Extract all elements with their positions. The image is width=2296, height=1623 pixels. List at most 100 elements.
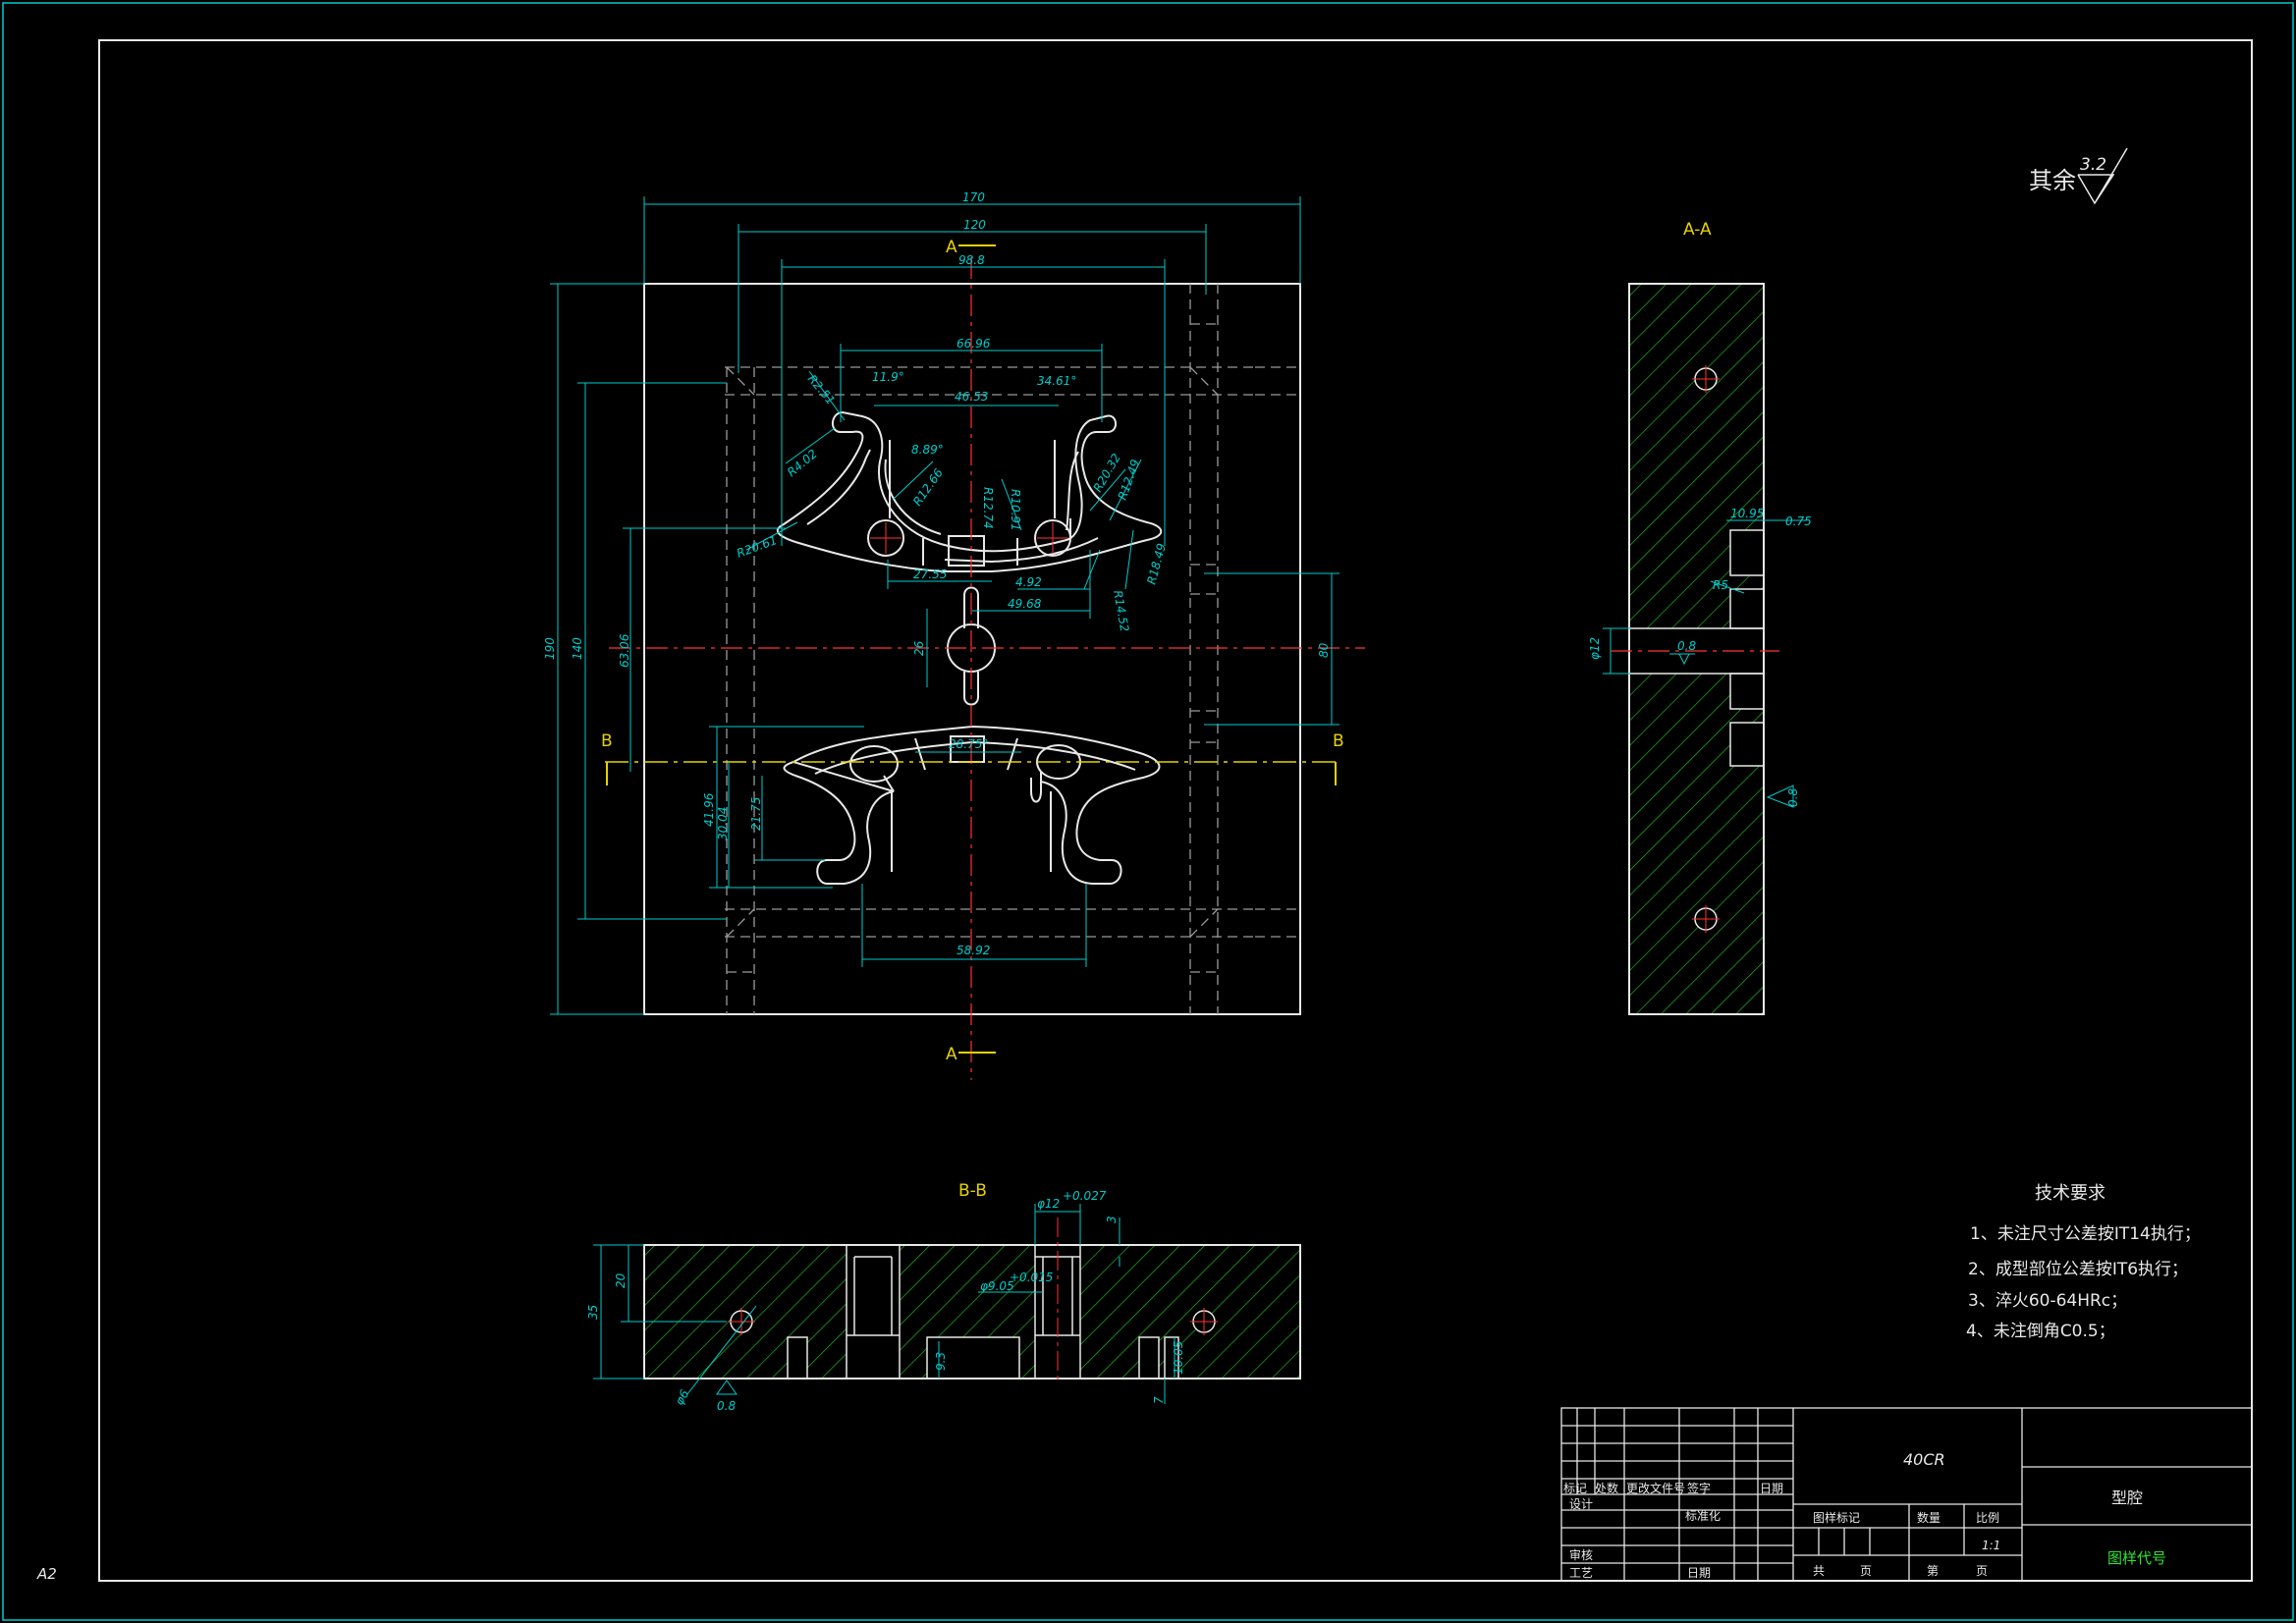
bb-dim-phi12-tol: +0.027	[1063, 1189, 1107, 1203]
dim-angle-8-89: 8.89°	[911, 443, 944, 457]
bb-dim-phi12: φ12	[1037, 1197, 1060, 1211]
bb-dim-phi9-tol: +0.015	[1010, 1271, 1053, 1284]
dim-angle-34-61: 34.61°	[1037, 374, 1076, 388]
bb-dim-phi9: φ9.05	[980, 1279, 1014, 1293]
dim-r12-74: R12.74	[981, 487, 995, 529]
dim-63-06: 63.06	[618, 633, 631, 668]
aa-dim-0-8: 0.8	[1677, 639, 1696, 653]
dim-49-68: 49.68	[1008, 597, 1042, 611]
dim-angle-11-9: 11.9°	[872, 370, 904, 384]
dim-41-96: 41.96	[702, 792, 716, 827]
tech-item-2: 2、成型部位公差按IT6执行；	[1968, 1260, 2188, 1279]
section-b-markers	[606, 244, 1337, 1054]
roughness-value: 3.2	[2080, 155, 2106, 175]
tb-row-date: 日期	[1687, 1566, 1711, 1580]
bb-dim-0-8: 0.8	[717, 1399, 736, 1413]
tb-header-change-doc: 更改文件号	[1626, 1481, 1685, 1495]
section-a-top-label: A	[946, 238, 957, 257]
plan-red-circle-centers	[870, 522, 1068, 554]
dim-140: 140	[571, 637, 584, 660]
tb-sheet-label: 第	[1927, 1564, 1939, 1578]
aa-dim-10-95: 10.95	[1730, 507, 1764, 520]
aa-dim-0-75: 0.75	[1785, 514, 1812, 528]
section-bb-outline	[643, 1244, 1301, 1380]
section-aa-slot-cuts	[1736, 547, 1764, 753]
dim-66-96: 66.96	[957, 337, 991, 351]
tb-header-date: 日期	[1760, 1482, 1783, 1495]
technical-requirements: 技术要求 1、未注尺寸公差按IT14执行； 2、成型部位公差按IT6执行； 3、…	[1966, 1183, 2201, 1341]
dim-r18-49: R18.49	[1144, 542, 1169, 586]
dim-angle-28-75: 28.75°	[949, 737, 988, 751]
dim-58-92: 58.92	[957, 944, 990, 957]
section-bb-view: B-B	[586, 1181, 1301, 1413]
tb-row-standard: 标准化	[1685, 1509, 1721, 1523]
tb-header-signature: 签字	[1687, 1481, 1711, 1495]
dim-r12-66: R12.66	[910, 465, 946, 508]
plan-block-outline	[643, 283, 1301, 1015]
dim-120: 120	[963, 218, 986, 232]
tb-row-review: 审核	[1569, 1547, 1593, 1562]
dim-98-8: 98.8	[958, 253, 985, 267]
tb-header-mark: 标记	[1563, 1482, 1587, 1495]
inner-border	[98, 39, 2253, 1582]
tech-item-1: 1、未注尺寸公差按IT14执行；	[1970, 1224, 2201, 1244]
section-a-bottom-label: A	[946, 1045, 957, 1064]
tb-scale-value: 1:1	[1982, 1539, 2000, 1552]
roughness-symbol	[2077, 147, 2128, 205]
sheet-size-label: A2	[36, 1565, 57, 1583]
section-bb-dims	[593, 1204, 1175, 1404]
bb-dim-7: 7	[1152, 1396, 1166, 1404]
dim-190: 190	[543, 637, 557, 660]
bb-dim-9-3: 9.3	[934, 1352, 948, 1371]
aa-dim-phi12: φ12	[1588, 637, 1602, 660]
tech-item-3: 3、淬火60-64HRc；	[1968, 1291, 2127, 1311]
bb-dim-phi6: φ6	[672, 1387, 691, 1408]
section-b-left-label: B	[601, 731, 613, 751]
dim-26: 26	[912, 640, 926, 656]
tb-page-label: 页	[1860, 1564, 1872, 1578]
tb-scale-label: 比例	[1976, 1511, 1999, 1525]
dim-27-55: 27.55	[913, 568, 947, 581]
surface-roughness-note: 其余 3.2	[2029, 147, 2128, 205]
dim-r14-52: R14.52	[1111, 589, 1131, 632]
lower-cavity-outline	[783, 725, 1161, 885]
dim-46-53: 46.53	[955, 390, 988, 404]
tech-title: 技术要求	[2035, 1183, 2105, 1204]
tech-item-4: 4、未注倒角C0.5；	[1966, 1322, 2115, 1341]
dim-r20-61: R20.61	[735, 533, 779, 561]
tb-sheet-page-label: 页	[1976, 1564, 1988, 1578]
bb-dim-35: 35	[586, 1305, 600, 1320]
section-aa-title: A-A	[1683, 220, 1712, 240]
dim-21-75: 21.75	[749, 797, 763, 831]
aa-dim-r5: R5	[1713, 578, 1728, 592]
lower-cavity-inner	[814, 740, 1136, 792]
section-bb-title: B-B	[958, 1181, 987, 1201]
upper-cavity-outline	[776, 410, 1163, 572]
tb-weight-label: 数量	[1917, 1510, 1941, 1525]
hidden-lines	[725, 284, 1300, 1014]
aa-dim-0-8b: 0.8	[1786, 788, 1800, 807]
dim-170: 170	[962, 190, 985, 204]
tb-header-count: 处数	[1595, 1481, 1618, 1495]
section-aa-outline	[1628, 283, 1765, 1015]
tb-total-label: 共	[1813, 1564, 1825, 1578]
plan-dimension-lines	[550, 196, 1339, 1015]
upper-cavity	[776, 410, 1163, 572]
title-block: 40CR 型腔 图样代号 标记 处数 更改文件号 签字 日期 设计 标准化 审核…	[1560, 1407, 2253, 1582]
tb-stage-label: 图样标记	[1813, 1510, 1860, 1525]
dim-r2-51: R2.51	[805, 372, 838, 407]
roughness-prefix: 其余	[2029, 167, 2076, 194]
dim-30-04: 30.04	[716, 807, 730, 840]
material-label: 40CR	[1903, 1450, 1945, 1469]
dim-80: 80	[1317, 642, 1331, 658]
bb-dim-10-05: 10.05	[1172, 1341, 1185, 1375]
drawing-number: 图样代号	[2107, 1549, 2166, 1567]
bb-dim-3: 3	[1105, 1216, 1119, 1223]
section-aa-dims	[1603, 519, 1807, 808]
dim-4-92: 4.92	[1015, 575, 1042, 589]
plan-centerlines	[609, 257, 1365, 1080]
section-b-right-label: B	[1333, 731, 1344, 751]
part-name: 型腔	[2111, 1488, 2143, 1507]
